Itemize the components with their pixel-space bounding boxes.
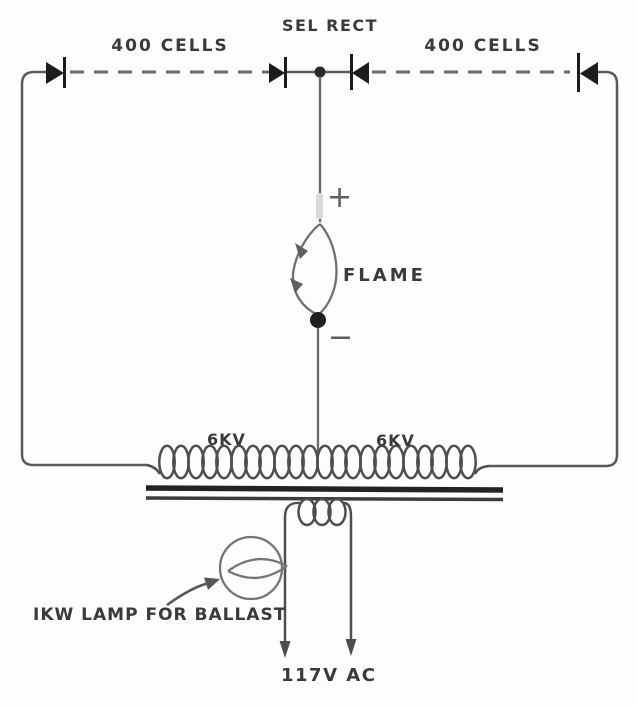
diode-icon-center-left <box>269 57 287 88</box>
ac-down-arrow-right-icon <box>345 639 357 656</box>
lamp-icon <box>218 535 288 601</box>
label-6kv-right: 6KV <box>376 431 415 450</box>
primary-lead-left <box>283 501 301 641</box>
polarity-minus-label: − <box>328 320 354 355</box>
polarity-plus-label: + <box>327 180 353 215</box>
secondary-lead-left <box>146 463 162 475</box>
diode-icon-outer-right <box>577 53 598 92</box>
lamp-bulb-circle <box>218 535 284 601</box>
ballast-pointer-arrow-icon <box>166 577 220 607</box>
secondary-coil-icon <box>146 444 490 480</box>
label-400-cells-right: 400 CELLS <box>424 36 542 56</box>
flame-barb-lower <box>290 278 303 293</box>
primary-coil-icon <box>283 497 353 641</box>
core-bars <box>145 485 504 502</box>
flame-outline-left <box>291 223 321 317</box>
diode-icon-outer-left <box>46 57 66 88</box>
label-117v-ac: 117V AC <box>281 665 377 686</box>
secondary-lead-right <box>473 464 490 475</box>
outer-wire-left <box>20 70 149 467</box>
label-sel-rect: SEL RECT <box>281 16 379 35</box>
flame-icon <box>290 223 338 317</box>
label-6kv-left: 6KV <box>207 430 246 449</box>
label-flame: FLAME <box>343 265 426 286</box>
primary-lead-right <box>343 501 353 639</box>
ac-down-arrow-left-icon <box>279 641 291 658</box>
flame-cathode-dot <box>310 312 326 328</box>
junction-dot <box>314 66 326 78</box>
label-400-cells-left: 400 CELLS <box>111 36 229 56</box>
outer-wire-right <box>487 70 619 468</box>
electrode-gap <box>316 193 323 219</box>
diode-icon-center-right <box>350 54 369 90</box>
lamp-filament-lower <box>227 565 288 580</box>
flame-barb-upper <box>295 243 308 259</box>
lamp-filament-upper <box>227 557 288 572</box>
label-ballast-lamp: IKW LAMP FOR BALLAST <box>33 605 287 625</box>
flame-outline-right <box>317 223 338 316</box>
